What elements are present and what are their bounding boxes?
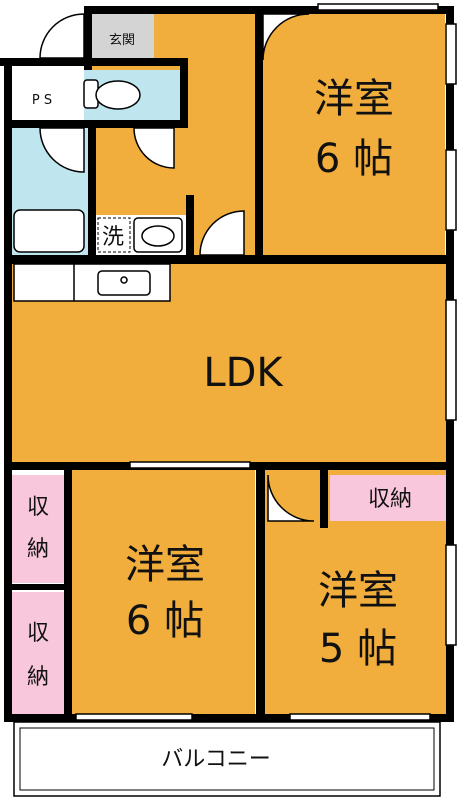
balcony-label: バルコニー [161, 747, 271, 772]
room-ne-area [262, 12, 445, 257]
ps-label: P S [32, 93, 52, 108]
room-sw-area [70, 470, 255, 715]
storage-w2-area [12, 592, 64, 714]
room-se-type: 洋室 [318, 568, 398, 614]
room-ne-size: 6 帖 [315, 136, 393, 182]
ps-box [12, 78, 72, 118]
ldk-label: LDK [203, 350, 284, 396]
room-sw-type: 洋室 [125, 542, 205, 588]
room-ne-type: 洋室 [314, 76, 394, 122]
genkan-label: 玄関 [109, 33, 135, 48]
fixtures [13, 79, 183, 302]
storage-w1-top: 収 [27, 495, 49, 520]
washer-space [97, 217, 131, 253]
door-swings [39, 13, 315, 522]
windows [75, 3, 457, 721]
storage-se-label: 収納 [368, 487, 412, 512]
storage-w2-bottom: 納 [27, 665, 49, 690]
balcony [13, 721, 441, 797]
wash-label: 洗 [102, 225, 124, 250]
storage-w1-area [12, 475, 64, 583]
genkan-area [90, 12, 154, 60]
storage-w1-bottom: 納 [27, 537, 49, 562]
storage-w2-top: 収 [27, 621, 49, 646]
bathtub-icon [13, 209, 85, 253]
storage-se-area [330, 475, 448, 521]
room-sw-size: 6 帖 [126, 598, 204, 644]
room-se-size: 5 帖 [319, 626, 397, 672]
